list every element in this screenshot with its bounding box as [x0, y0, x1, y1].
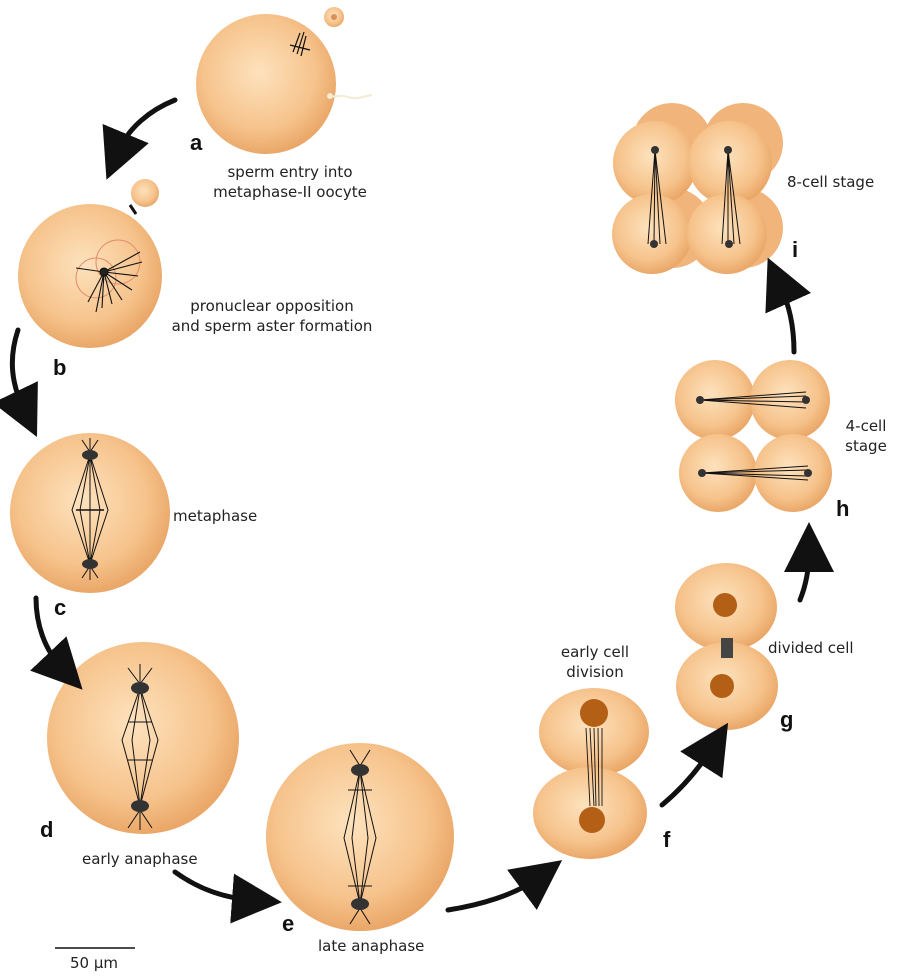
sperm [330, 95, 372, 98]
caption-g: divided cell [768, 638, 854, 658]
arrow-h-to-i [780, 285, 794, 352]
nucleus [579, 807, 605, 833]
stage-e-late-anaphase [266, 743, 454, 931]
nucleus [580, 699, 608, 727]
label-c: c [54, 596, 66, 620]
stage-g-divided-cell [675, 563, 778, 730]
scale-bar-label: 50 μm [70, 953, 118, 973]
arrow-a-to-b [118, 100, 175, 152]
label-a: a [190, 131, 202, 155]
label-b: b [53, 356, 66, 380]
caption-e: late anaphase [318, 936, 424, 956]
arrow-d-to-e [175, 872, 252, 900]
stage-h-4-cell [675, 360, 832, 512]
label-i: i [792, 238, 798, 262]
polar-body [131, 179, 159, 207]
nucleus [710, 674, 734, 698]
label-f: f [663, 828, 670, 852]
label-g: g [780, 708, 793, 732]
arrow-e-to-f [448, 878, 538, 910]
nucleus [713, 593, 737, 617]
stage-c-metaphase [10, 433, 170, 593]
stage-i-8-cell [612, 103, 783, 274]
label-h: h [836, 497, 849, 521]
stage-f-early-division [533, 688, 649, 859]
caption-c: metaphase [173, 506, 257, 526]
arrow-b-to-c [12, 330, 24, 410]
stage-b-zygote [18, 179, 162, 348]
arrow-g-to-h [800, 552, 809, 600]
caption-i: 8-cell stage [787, 172, 874, 192]
arrow-f-to-g [662, 748, 712, 805]
stage-a-oocyte [196, 7, 372, 154]
caption-d: early anaphase [82, 849, 198, 869]
label-e: e [282, 912, 294, 936]
stage-d-early-anaphase [47, 642, 239, 834]
midbody [721, 638, 733, 658]
label-d: d [40, 818, 53, 842]
